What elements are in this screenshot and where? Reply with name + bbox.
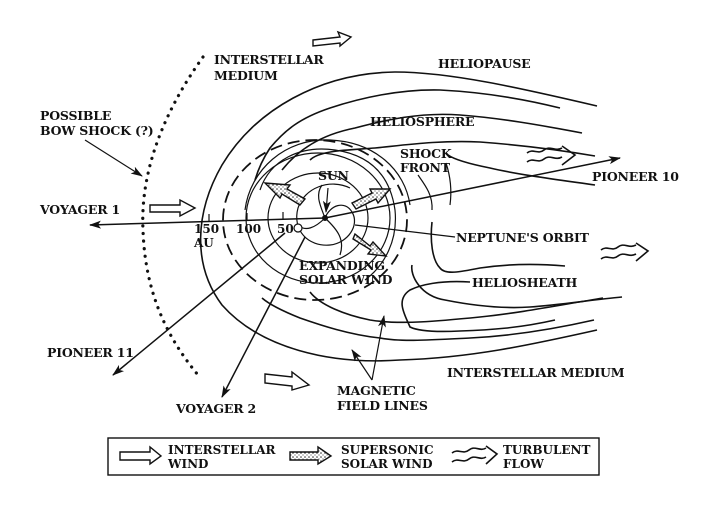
sun-pointer xyxy=(322,187,331,213)
svg-text:TURBULENT FLOW: TURBULENT FLOW xyxy=(503,443,595,471)
supersonic-solar-wind-arrow-icon xyxy=(350,188,392,210)
legend: INTERSTELLAR WIND SUPERSONIC SOLAR WIND … xyxy=(107,437,600,476)
voyager-1-label: VOYAGER 1 xyxy=(39,202,120,217)
magnetic-field-pointer xyxy=(351,349,373,381)
pioneer-10-label: PIONEER 10 xyxy=(592,169,679,184)
neptunes-orbit-pointer xyxy=(354,224,456,238)
voyager-1-trajectory xyxy=(89,217,326,229)
supersonic-solar-wind-arrow-icon xyxy=(289,445,333,466)
distance-150-label: 150 xyxy=(194,222,219,236)
voyager-2-trajectory xyxy=(221,236,306,398)
sun-spiral xyxy=(317,184,326,219)
magnetic-field-line xyxy=(254,89,561,181)
turbulent-flow-arrow-icon xyxy=(600,242,650,262)
pioneer-11-label: PIONEER 11 xyxy=(47,345,134,360)
heliopause-label: HELIOPAUSE xyxy=(438,56,531,71)
sun-spiral xyxy=(324,217,343,256)
magnetic-field-line xyxy=(261,297,595,342)
supersonic-solar-wind-arrow-icon xyxy=(263,182,307,206)
au-marker-circle xyxy=(293,223,303,233)
interstellar-medium-label: INTERSTELLAR MEDIUM xyxy=(214,52,328,83)
magnetic-field-line xyxy=(447,154,596,186)
svg-text:INTERSTELLAR WIND: INTERSTELLAR WIND xyxy=(167,443,280,471)
interstellar-medium-bottom-label: INTERSTELLAR MEDIUM xyxy=(447,365,625,380)
magnetic-field-line xyxy=(309,291,604,324)
legend-item-interstellar-wind: INTERSTELLAR WIND xyxy=(119,443,280,471)
heliosheath-label: HELIOSHEATH xyxy=(472,275,578,290)
possible-bow-shock-label: POSSIBLE BOW SHOCK (?) xyxy=(40,108,154,138)
legend-box xyxy=(107,437,600,476)
magnetic-field-line xyxy=(411,264,623,309)
inner-field-contour xyxy=(244,139,411,211)
interstellar-wind-arrow-icon xyxy=(312,30,353,48)
pioneer-10-trajectory xyxy=(324,156,621,219)
distance-unit-label: AU xyxy=(193,236,214,250)
pioneer-11-trajectory xyxy=(112,232,286,376)
distance-50-label: 50 xyxy=(277,222,294,236)
svg-text:SUPERSONIC SOLAR WIND: SUPERSONIC SOLAR WIND xyxy=(341,443,438,471)
interstellar-wind-arrow-icon xyxy=(149,198,197,218)
shock-front-pointer xyxy=(445,162,452,206)
orbit-ring-50 xyxy=(267,172,369,264)
magnetic-field-lines-label: MAGNETIC FIELD LINES xyxy=(337,383,428,413)
interstellar-wind-arrow-icon xyxy=(119,445,163,466)
turbulent-flow-arrow-icon xyxy=(526,145,577,166)
shock-front-pointer xyxy=(417,174,433,211)
legend-item-turbulent-flow: TURBULENT FLOW xyxy=(451,443,595,471)
shock-front-label: SHOCK FRONT xyxy=(400,146,456,175)
heliopause-boundary xyxy=(199,71,598,362)
sun-spiral xyxy=(296,183,356,246)
turbulent-flow-arrow-icon xyxy=(451,445,499,465)
supersonic-solar-wind-arrow-icon xyxy=(352,232,388,257)
bow-shock-pointer xyxy=(84,139,143,177)
heliosphere-label: HELIOSPHERE xyxy=(370,114,474,129)
magnetic-field-line xyxy=(430,221,566,273)
distance-100-label: 100 xyxy=(236,222,261,236)
legend-item-supersonic-solar-wind: SUPERSONIC SOLAR WIND xyxy=(289,443,438,471)
expanding-solar-wind-label: EXPANDING SOLAR WIND xyxy=(299,258,393,287)
bow-shock-arc xyxy=(141,55,205,377)
magnetic-field-line xyxy=(281,113,583,171)
magnetic-field-line xyxy=(309,140,596,161)
orbit-ring-100 xyxy=(245,152,391,284)
neptunes-orbit-label: NEPTUNE'S ORBIT xyxy=(456,230,590,245)
voyager-2-label: VOYAGER 2 xyxy=(175,401,256,416)
sun-label: SUN xyxy=(318,168,349,183)
interstellar-wind-arrow-icon xyxy=(264,370,311,391)
magnetic-field-pointer xyxy=(371,315,386,381)
inner-field-contour xyxy=(259,148,397,281)
